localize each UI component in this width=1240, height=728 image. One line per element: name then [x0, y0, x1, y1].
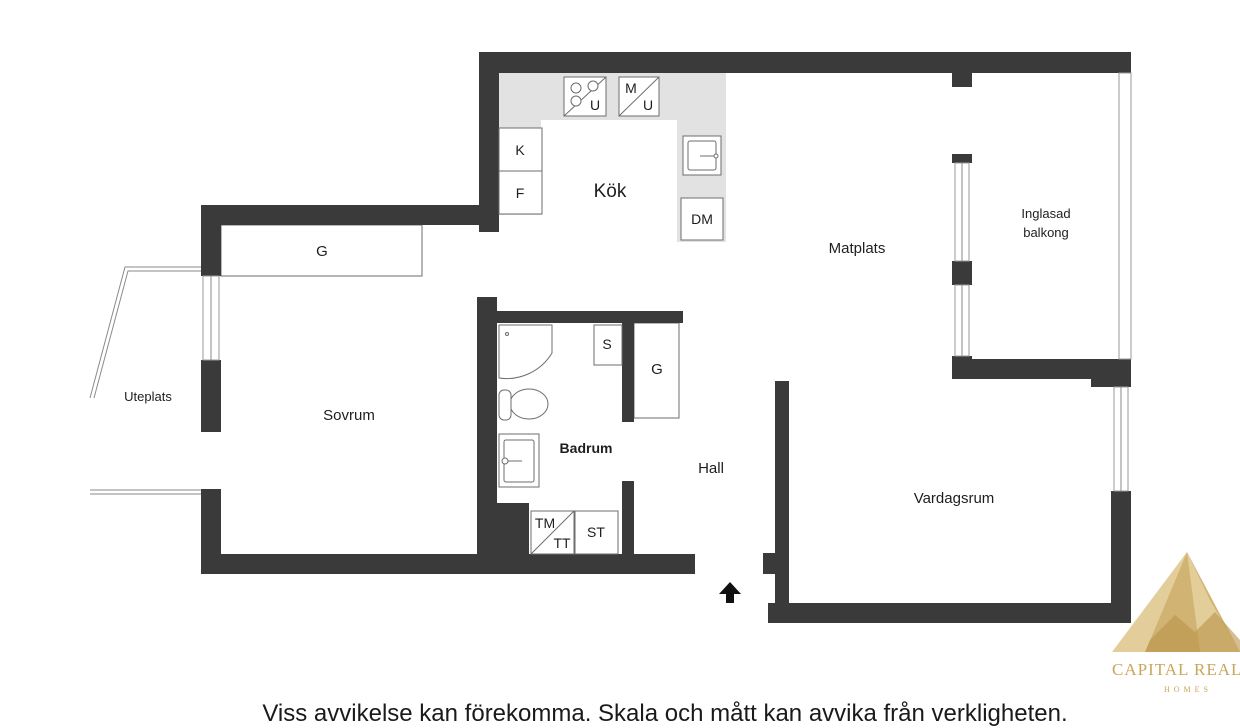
- arrow-up-icon: [719, 582, 741, 603]
- cabinet-s: S: [593, 324, 623, 366]
- logo-name: CAPITAL REALTI: [1112, 660, 1240, 679]
- shower: [498, 324, 553, 380]
- drying-cabinet-label: ST: [587, 524, 605, 540]
- toilet: [498, 388, 549, 421]
- microwave-oven: M U: [618, 76, 660, 117]
- bedroom-wardrobe: [220, 224, 423, 277]
- disclaimer-text: Viss avvikelse kan förekomma. Skala och …: [262, 700, 1068, 727]
- room-label-kitchen: Kök: [594, 181, 627, 202]
- room-label-bathroom: Badrum: [560, 440, 613, 456]
- microwave-label: M: [625, 80, 637, 96]
- wardrobe-label-bedroom: G: [316, 243, 328, 260]
- room-label-living-room: Vardagsrum: [914, 490, 995, 507]
- windows: [202, 72, 1132, 492]
- dishwasher: DM: [680, 197, 724, 241]
- drying-cabinet: ST: [574, 510, 619, 555]
- logo-icon: [1112, 552, 1240, 652]
- washer-label: TM: [535, 515, 555, 531]
- room-label-dining: Matplats: [829, 240, 886, 257]
- room-label-balcony-line2: balkong: [1023, 225, 1069, 240]
- dishwasher-label: DM: [691, 211, 713, 227]
- kitchen-sink: [682, 135, 722, 176]
- freezer: F: [498, 170, 543, 215]
- room-label-patio: Uteplats: [124, 389, 172, 404]
- walls: [201, 52, 1131, 623]
- fridge: K: [498, 127, 543, 172]
- room-label-balcony-line1: Inglasad: [1021, 206, 1070, 221]
- dryer-label: TT: [553, 535, 571, 551]
- fridge-label: K: [515, 142, 525, 158]
- hall-wardrobe: [633, 322, 680, 419]
- patio-outline: [89, 266, 201, 495]
- cabinet-s-label: S: [602, 336, 611, 352]
- room-label-bedroom: Sovrum: [323, 407, 375, 424]
- wardrobe-label-hall: G: [651, 361, 663, 378]
- stove-label: U: [590, 97, 600, 113]
- washer-dryer: TM TT: [530, 510, 575, 555]
- oven-label: U: [643, 97, 653, 113]
- freezer-label: F: [516, 185, 525, 201]
- room-label-hall: Hall: [698, 460, 724, 477]
- logo-subtitle: HOMES: [1164, 685, 1213, 694]
- stove: U: [563, 76, 607, 117]
- bathroom-sink: [498, 433, 540, 488]
